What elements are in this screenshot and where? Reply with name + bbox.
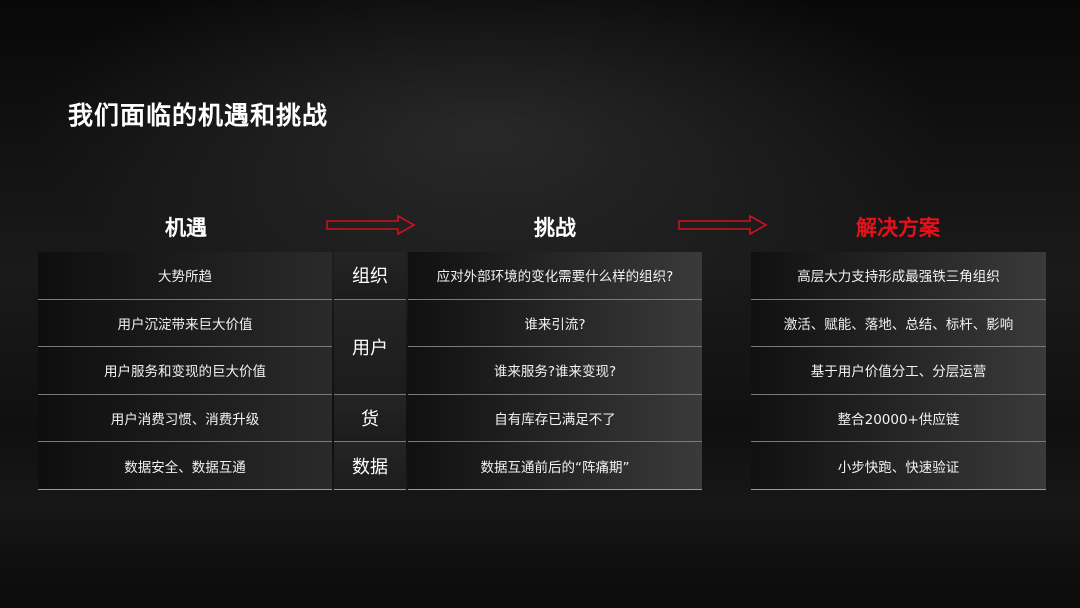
category-column: 组织 用户 货 数据: [334, 252, 406, 490]
table-row: 谁来服务?谁来变现?: [408, 347, 702, 395]
table-row: 整合20000+供应链: [751, 394, 1046, 443]
table-row: 基于用户价值分工、分层运营: [751, 347, 1046, 395]
table-row: 小步快跑、快速验证: [751, 442, 1046, 490]
table-row: 数据安全、数据互通: [38, 442, 332, 490]
category-goods: 货: [334, 394, 406, 443]
table-row: 用户服务和变现的巨大价值: [38, 347, 332, 395]
table-row: 数据互通前后的“阵痛期”: [408, 442, 702, 490]
challenges-table: 应对外部环境的变化需要什么样的组织? 谁来引流? 谁来服务?谁来变现? 自有库存…: [408, 252, 702, 490]
table-row: 应对外部环境的变化需要什么样的组织?: [408, 252, 702, 300]
solutions-table: 高层大力支持形成最强铁三角组织 激活、赋能、落地、总结、标杆、影响 基于用户价值…: [751, 252, 1046, 490]
table-row: 高层大力支持形成最强铁三角组织: [751, 252, 1046, 300]
category-organization: 组织: [334, 252, 406, 300]
arrow-right-icon: [678, 214, 768, 236]
category-data: 数据: [334, 442, 406, 490]
page-title: 我们面临的机遇和挑战: [68, 101, 329, 130]
arrow-right-icon: [326, 214, 416, 236]
opportunities-table: 大势所趋 用户沉淀带来巨大价值 用户服务和变现的巨大价值 用户消费习惯、消费升级…: [38, 252, 332, 490]
table-row: 自有库存已满足不了: [408, 394, 702, 443]
category-users: 用户: [334, 299, 406, 395]
table-row: 谁来引流?: [408, 299, 702, 348]
solutions-heading: 解决方案: [856, 216, 940, 240]
table-row: 激活、赋能、落地、总结、标杆、影响: [751, 299, 1046, 348]
table-row: 用户沉淀带来巨大价值: [38, 299, 332, 348]
challenges-heading: 挑战: [534, 216, 576, 240]
opportunities-heading: 机遇: [165, 216, 207, 240]
table-row: 用户消费习惯、消费升级: [38, 394, 332, 443]
table-row: 大势所趋: [38, 252, 332, 300]
